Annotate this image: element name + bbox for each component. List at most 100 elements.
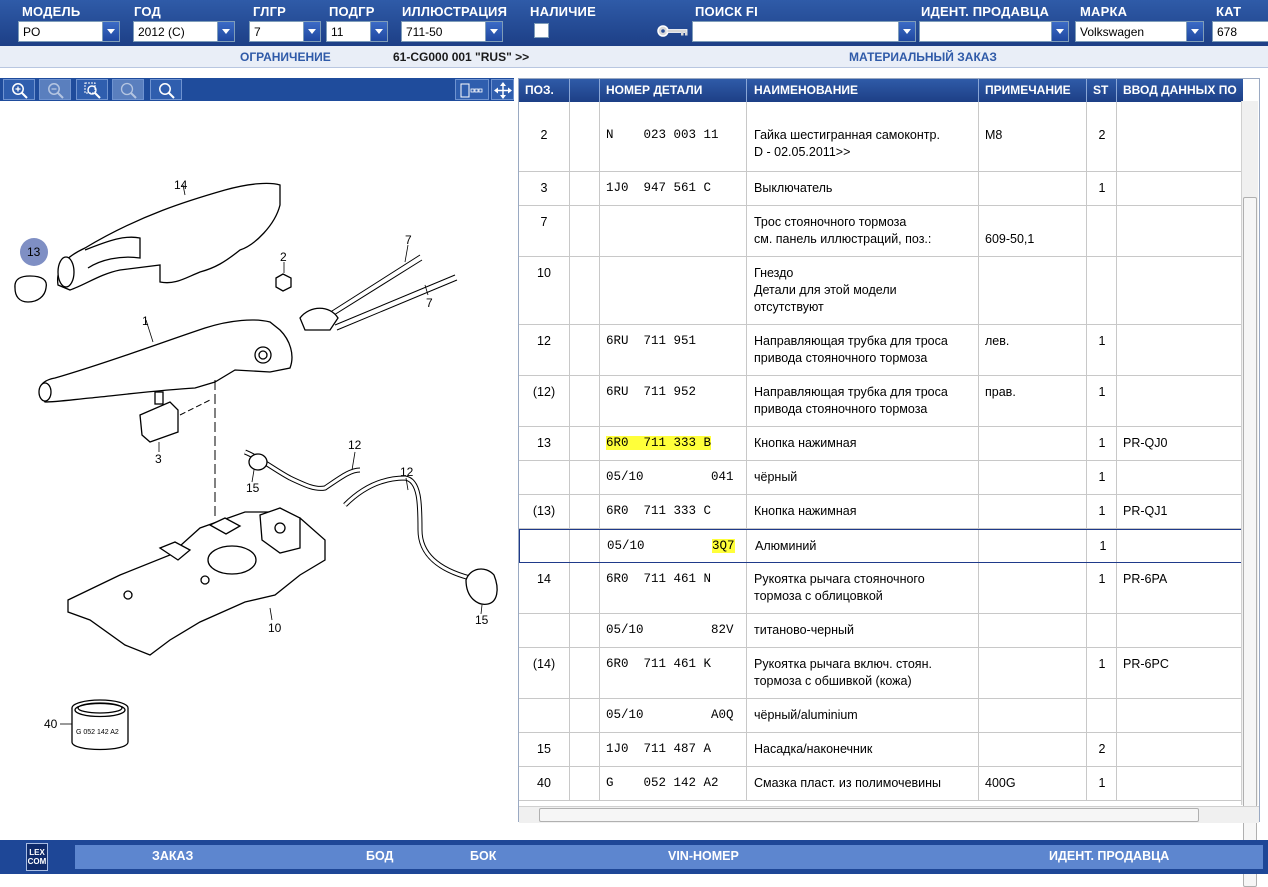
scroll-thumb[interactable] xyxy=(1243,197,1257,887)
col-name[interactable]: НАИМЕНОВАНИЕ xyxy=(754,83,858,97)
horizontal-scrollbar[interactable] xyxy=(519,806,1259,823)
parts-illustration[interactable]: 14 13 2 7 7 1 3 12 15 12 10 15 40 G 052 … xyxy=(0,101,514,824)
zoom-fit-button[interactable] xyxy=(150,79,182,100)
table-header: ПОЗ. НОМЕР ДЕТАЛИ НАИМЕНОВАНИЕ ПРИМЕЧАНИ… xyxy=(519,79,1243,102)
restriction-link[interactable]: ОГРАНИЧЕНИЕ xyxy=(240,50,331,64)
callout-label[interactable]: 3 xyxy=(155,452,162,466)
cell-number: 05/10 041 xyxy=(606,470,734,484)
cell-pos: 2 xyxy=(540,128,548,142)
restriction-bar: ОГРАНИЧЕНИЕ 61-CG000 001 "RUS" >> МАТЕРИ… xyxy=(0,46,1268,68)
order-button[interactable]: ЗАКАЗ xyxy=(152,849,194,863)
cat-select[interactable]: 678 xyxy=(1212,21,1268,42)
search-select[interactable] xyxy=(692,21,916,42)
brand-label: МАРКА xyxy=(1080,4,1128,19)
chevron-down-icon[interactable] xyxy=(1186,22,1203,41)
vertical-scrollbar[interactable] xyxy=(1241,101,1258,887)
model-select[interactable]: PO xyxy=(18,21,120,42)
cell-pos: 13 xyxy=(537,436,551,450)
bod-button[interactable]: БОД xyxy=(366,849,394,863)
callout-label[interactable]: 15 xyxy=(246,481,260,495)
cell-note: лев. xyxy=(985,334,1010,348)
callout-label[interactable]: 7 xyxy=(405,233,412,247)
callout-label[interactable]: 14 xyxy=(174,178,188,192)
magnifier-icon xyxy=(159,83,175,99)
callout-label[interactable]: 40 xyxy=(44,717,58,731)
illustration-select[interactable]: 711-50 xyxy=(401,21,503,42)
podgr-label: ПОДГР xyxy=(329,4,375,19)
illustration-label: ИЛЛЮСТРАЦИЯ xyxy=(402,4,508,19)
col-st[interactable]: ST xyxy=(1093,83,1109,97)
callout-label[interactable]: 12 xyxy=(400,465,414,479)
zoom-area-button[interactable] xyxy=(76,79,108,100)
chevron-down-icon[interactable] xyxy=(485,22,502,41)
cell-st: 1 xyxy=(1099,539,1107,553)
layout-icon xyxy=(460,83,483,98)
cell-note: 609-50,1 xyxy=(985,232,1035,246)
material-order-link[interactable]: МАТЕРИАЛЬНЫЙ ЗАКАЗ xyxy=(849,50,997,64)
zoom-in-button[interactable] xyxy=(3,79,35,100)
callout-label[interactable]: 15 xyxy=(475,613,489,627)
cell-number: 1J0 711 487 A xyxy=(606,742,712,756)
chevron-down-icon[interactable] xyxy=(370,22,387,41)
callout-label[interactable]: 12 xyxy=(348,438,362,452)
restriction-value[interactable]: 61-CG000 001 "RUS" >> xyxy=(393,50,530,64)
cell-pos: 10 xyxy=(537,266,551,280)
year-select[interactable]: 2012 (C) xyxy=(133,21,235,42)
cell-number: 1J0 947 561 C xyxy=(606,181,712,195)
vin-button[interactable]: VIN-НОМЕР xyxy=(668,849,739,863)
chevron-down-icon[interactable] xyxy=(1051,22,1068,41)
seller-id-button[interactable]: ИДЕНТ. ПРОДАВЦА xyxy=(1049,849,1170,863)
layout-toggle-button[interactable] xyxy=(455,79,489,100)
chevron-down-icon[interactable] xyxy=(303,22,320,41)
glgr-select[interactable]: 7 xyxy=(249,21,321,42)
cell-name: Алюминий xyxy=(755,539,817,553)
cell-name: Смазка пласт. из полимочевины xyxy=(754,776,942,790)
cell-name: чёрный/aluminium xyxy=(754,708,858,722)
cell-number: 05/10 82V xyxy=(606,623,734,637)
zoom-100-icon xyxy=(120,82,137,99)
seller-select[interactable] xyxy=(919,21,1069,42)
callout-label[interactable]: 13 xyxy=(27,245,41,259)
callout-label[interactable]: 2 xyxy=(280,250,287,264)
col-note[interactable]: ПРИМЕЧАНИЕ xyxy=(985,83,1071,97)
chevron-down-icon[interactable] xyxy=(898,22,915,41)
callout-label[interactable]: 10 xyxy=(268,621,282,635)
bok-button[interactable]: БОК xyxy=(470,849,497,863)
col-number[interactable]: НОМЕР ДЕТАЛИ xyxy=(606,83,703,97)
callout-label[interactable]: 7 xyxy=(426,296,433,310)
col-pos[interactable]: ПОЗ. xyxy=(525,83,554,97)
chevron-down-icon[interactable] xyxy=(102,22,119,41)
brand-select[interactable]: Volkswagen xyxy=(1075,21,1204,42)
chevron-down-icon[interactable] xyxy=(217,22,234,41)
resize-panel-button[interactable] xyxy=(491,79,514,100)
lexcom-logo: LEX COM xyxy=(26,843,48,871)
podgr-select[interactable]: 11 xyxy=(326,21,388,42)
zoom-100-button[interactable] xyxy=(112,79,144,100)
scroll-thumb[interactable] xyxy=(539,808,1199,822)
cell-pos: (13) xyxy=(532,504,556,518)
col-input[interactable]: ВВОД ДАННЫХ ПО xyxy=(1123,83,1237,97)
availability-checkbox[interactable] xyxy=(534,23,549,38)
key-icon[interactable] xyxy=(655,24,691,38)
illustration-toolbar xyxy=(0,78,514,101)
zoom-out-button[interactable] xyxy=(39,79,71,100)
callout-label[interactable]: 1 xyxy=(142,314,149,328)
cell-pos: (12) xyxy=(532,385,556,399)
cell-name: Направляющая трубка для троса привода ст… xyxy=(754,334,948,365)
